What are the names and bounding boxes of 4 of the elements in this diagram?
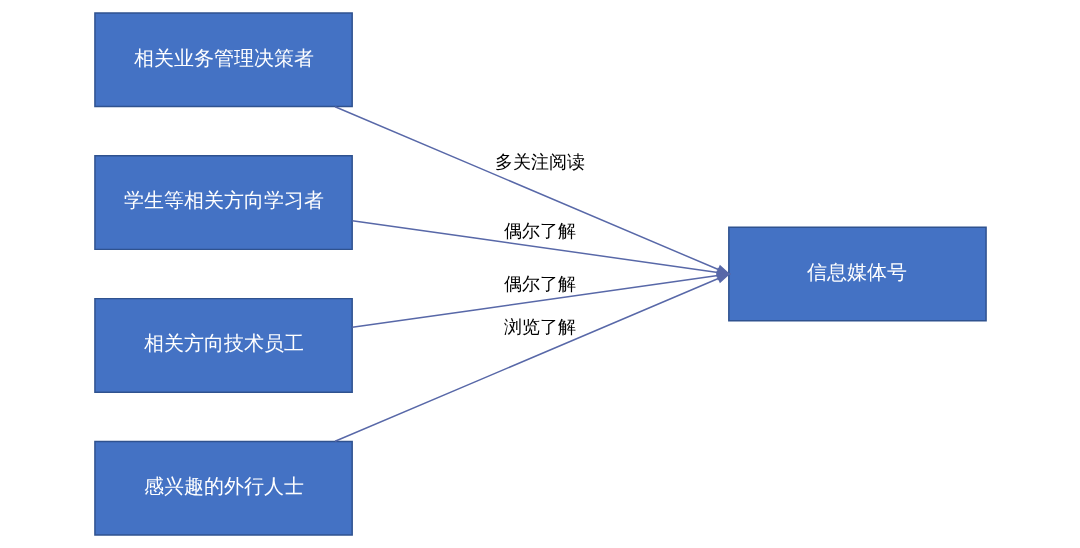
edge-label: 多关注阅读 xyxy=(495,151,585,173)
edge-label: 偶尔了解 xyxy=(504,220,576,242)
edge-label: 浏览了解 xyxy=(504,316,576,338)
edge-label: 偶尔了解 xyxy=(504,273,576,294)
